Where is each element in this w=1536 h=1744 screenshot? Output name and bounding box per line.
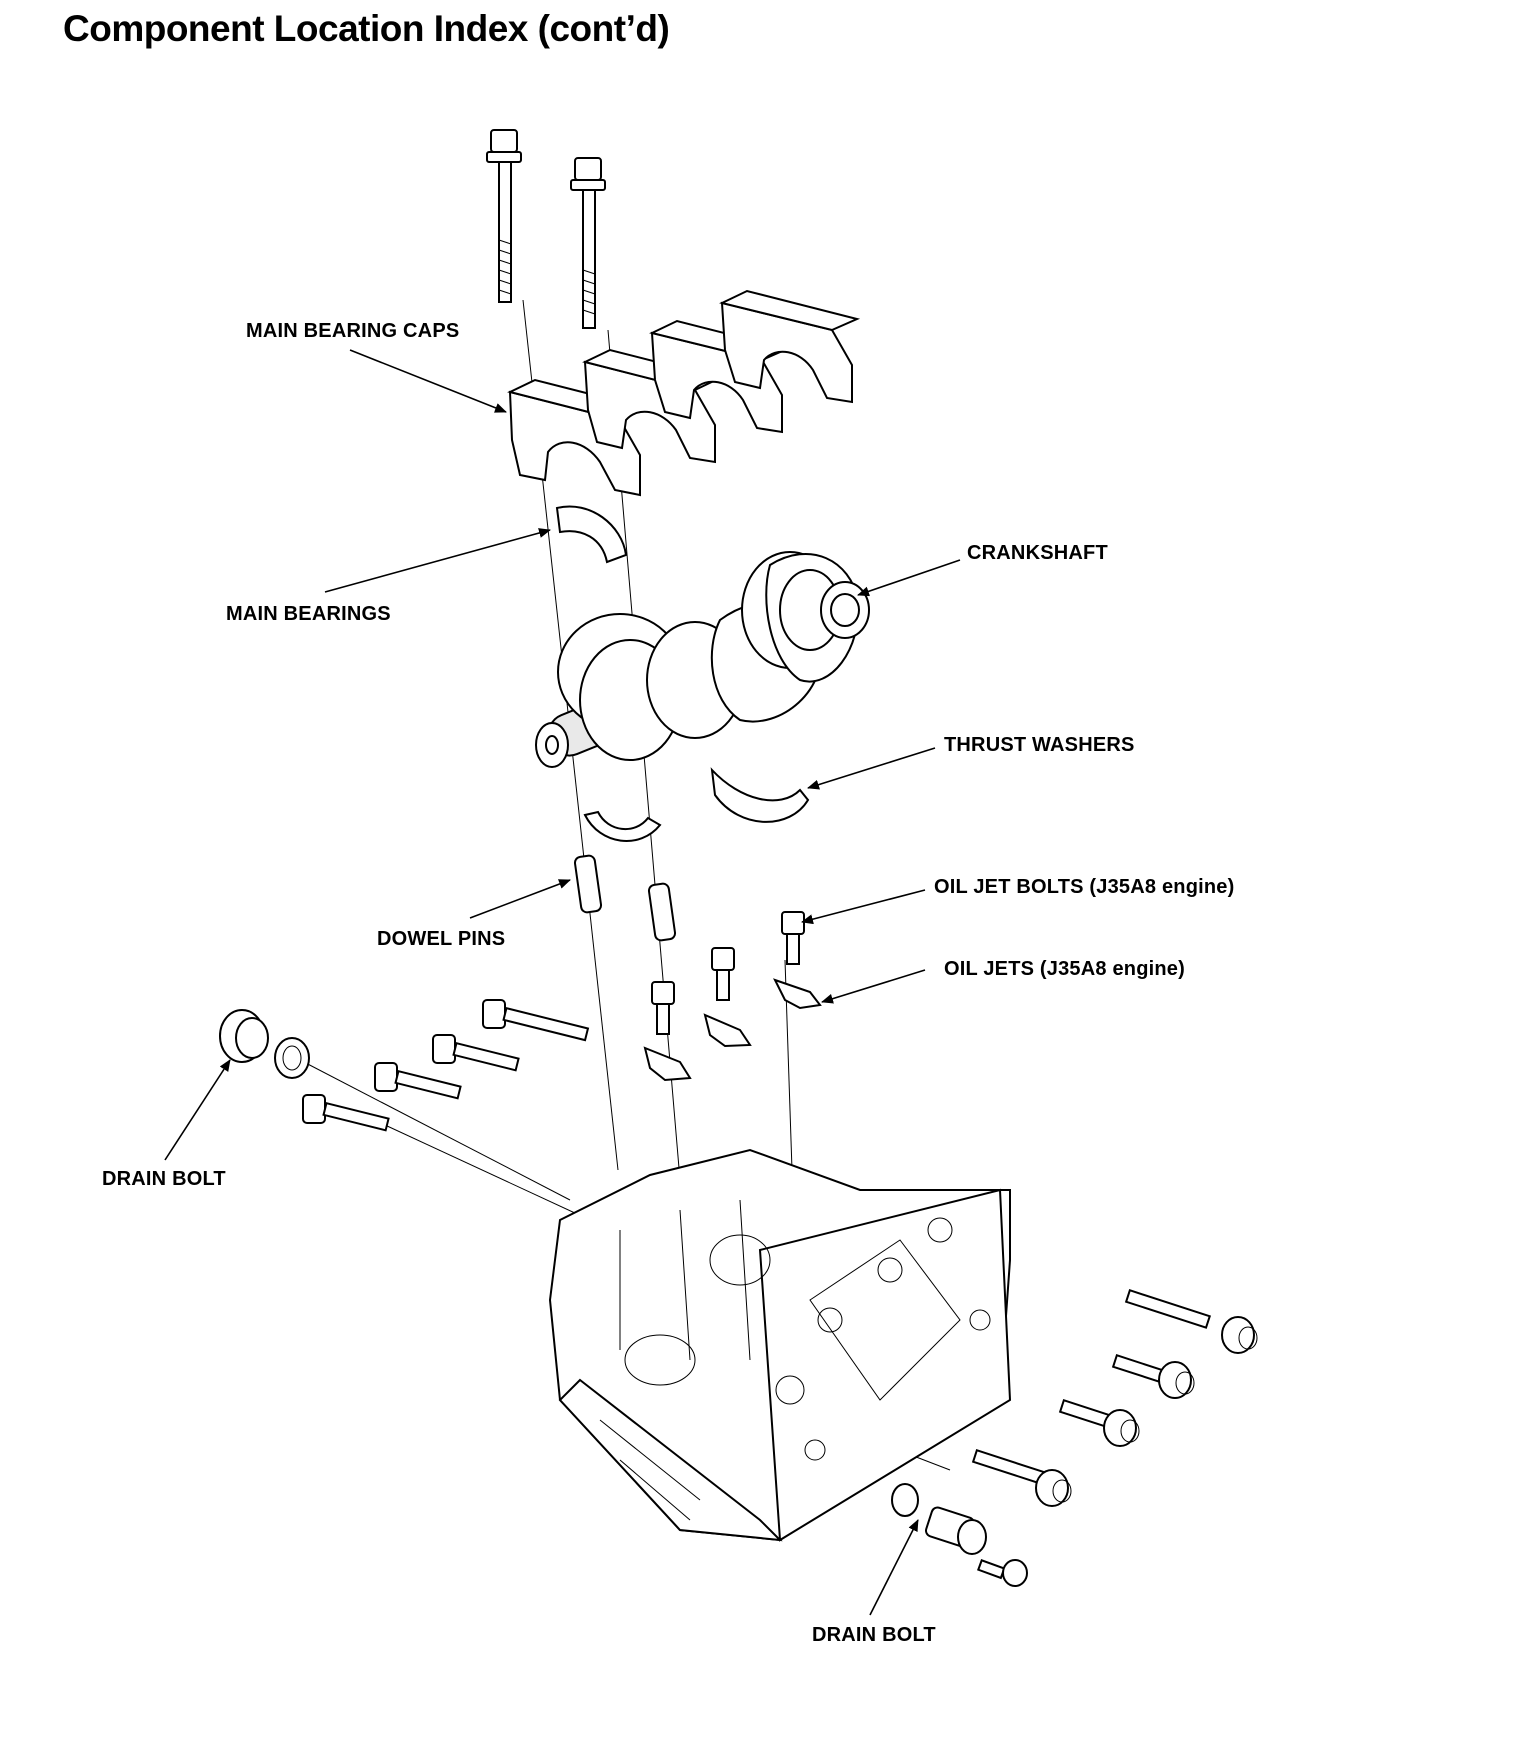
label-drain-bolt-bottom: DRAIN BOLT <box>812 1624 936 1646</box>
label-thrust-washers: THRUST WASHERS <box>944 734 1135 756</box>
oil-jet-bolt <box>711 947 735 1001</box>
side-bolt <box>302 1094 390 1132</box>
drain-bolt-bottom <box>925 1506 987 1555</box>
drain-bolt-washer <box>274 1037 310 1079</box>
page-title: Component Location Index (cont’d) <box>63 8 670 49</box>
engine-block <box>548 1148 1012 1542</box>
small-bolt <box>977 1559 1028 1587</box>
side-bolt <box>374 1062 462 1100</box>
drain-bolt-left <box>219 1009 269 1063</box>
label-dowel-pins: DOWEL PINS <box>377 928 506 950</box>
dowel-pin <box>647 882 677 942</box>
oil-jet-bolt <box>781 911 805 965</box>
label-main-bearing-caps: MAIN BEARING CAPS <box>246 320 460 342</box>
leader-lines <box>164 349 961 1616</box>
side-bolt <box>1111 1354 1195 1399</box>
crankshaft <box>535 551 870 768</box>
dowel-pin <box>573 854 603 914</box>
main-bearing-lower <box>583 810 662 842</box>
side-bolt <box>971 1449 1072 1507</box>
label-drain-bolt-left: DRAIN BOLT <box>102 1168 226 1190</box>
label-oil-jets: OIL JETS (J35A8 engine) <box>944 958 1185 980</box>
label-main-bearings: MAIN BEARINGS <box>226 603 391 625</box>
main-bearing-cap <box>719 289 861 404</box>
oil-jet <box>773 978 822 1010</box>
drain-bolt-washer <box>891 1483 919 1517</box>
main-bearing-cap-bolt <box>486 129 522 303</box>
side-bolt <box>1124 1289 1258 1354</box>
oil-jet <box>643 1046 692 1082</box>
side-bolt <box>482 999 590 1042</box>
oil-jet <box>703 1013 752 1048</box>
side-bolt <box>432 1034 520 1072</box>
label-crankshaft: CRANKSHAFT <box>967 542 1108 564</box>
side-bolt <box>1058 1399 1140 1447</box>
main-bearing-cap-bolt <box>570 157 606 329</box>
thrust-washer <box>710 767 810 823</box>
oil-jet-bolt <box>651 981 675 1035</box>
main-bearing-upper <box>555 505 628 564</box>
label-oil-jet-bolts: OIL JET BOLTS (J35A8 engine) <box>934 876 1235 898</box>
